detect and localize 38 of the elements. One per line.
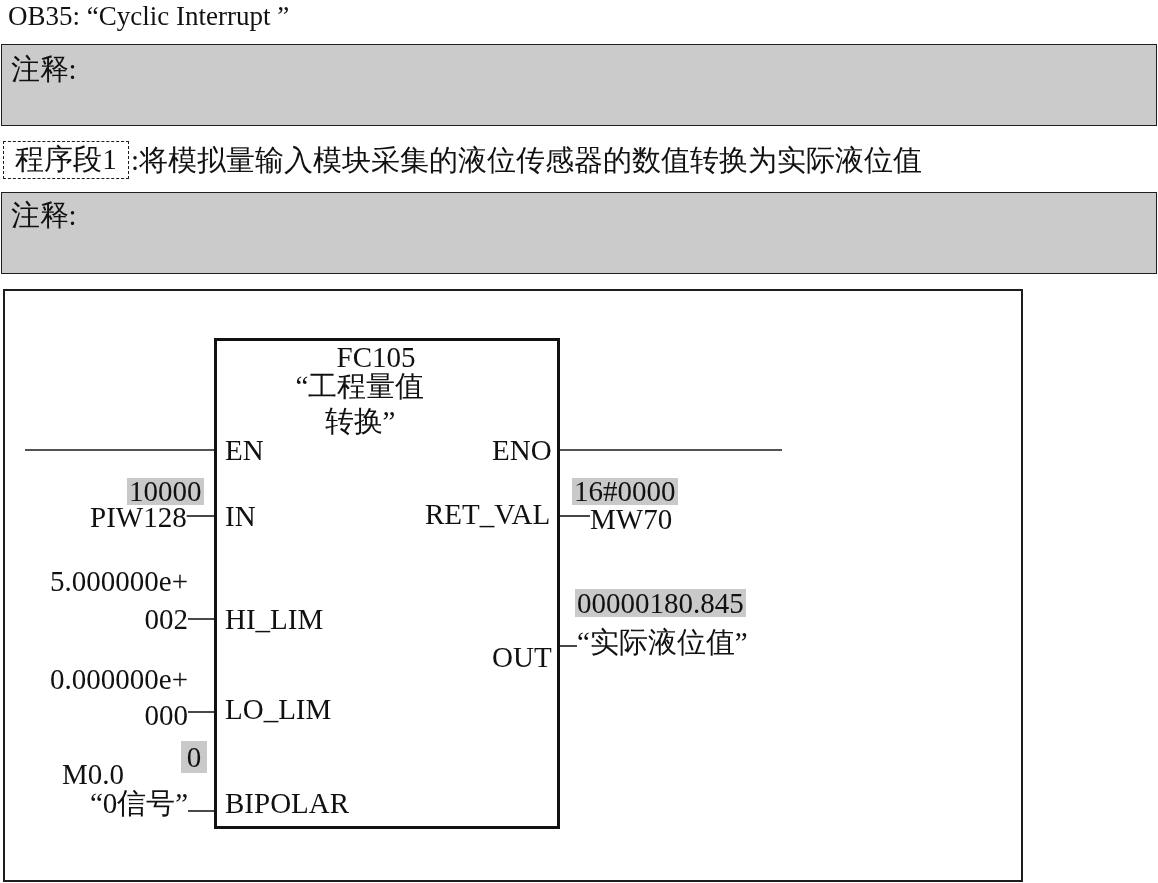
pin-label: OUT	[492, 642, 552, 672]
pin-label: EN	[225, 435, 264, 465]
connector-line	[187, 711, 215, 713]
pin-label: HI_LIM	[225, 604, 324, 634]
block-number: FC105	[336, 342, 416, 372]
connector-line	[185, 515, 215, 517]
operand-label: “实际液位值”	[577, 627, 748, 657]
function-block	[214, 338, 560, 829]
connector-line	[559, 645, 578, 647]
monitor-value: 16#0000	[572, 478, 678, 505]
pin-label: RET_VAL	[425, 499, 551, 529]
operand-label: MW70	[590, 504, 673, 534]
block-name: “工程量值转换”	[295, 369, 425, 439]
operand-symbol: “0信号”	[90, 788, 189, 818]
connector-line	[559, 515, 591, 517]
network-label: 程序段1	[3, 141, 129, 179]
network-frame	[3, 289, 1023, 882]
operand-address: M0.0	[62, 759, 125, 789]
heading: OB35: “Cyclic Interrupt ”	[8, 1, 290, 31]
connector-line	[187, 618, 215, 620]
connector-line	[559, 449, 783, 451]
operand-label: 5.000000e+ 002	[49, 562, 188, 638]
monitor-value: 10000	[127, 478, 204, 505]
pin-label: ENO	[492, 435, 552, 465]
pin-label: IN	[225, 501, 256, 531]
network-description: :将模拟量输入模块采集的液位传感器的数值转换为实际液位值	[131, 143, 923, 177]
pin-label: BIPOLAR	[225, 788, 350, 818]
comment-band	[1, 44, 1157, 126]
comment-label: 注释:	[10, 199, 77, 230]
pin-label: LO_LIM	[225, 694, 332, 724]
operand-label: 0.000000e+ 000	[49, 661, 188, 733]
operand-label: PIW128	[90, 502, 187, 532]
connector-line	[24, 449, 215, 451]
connector-line	[187, 810, 215, 812]
monitor-value: 0	[181, 741, 207, 773]
comment-band	[1, 192, 1157, 274]
monitor-value: 00000180.845	[575, 589, 746, 617]
comment-label: 注释:	[10, 53, 77, 84]
